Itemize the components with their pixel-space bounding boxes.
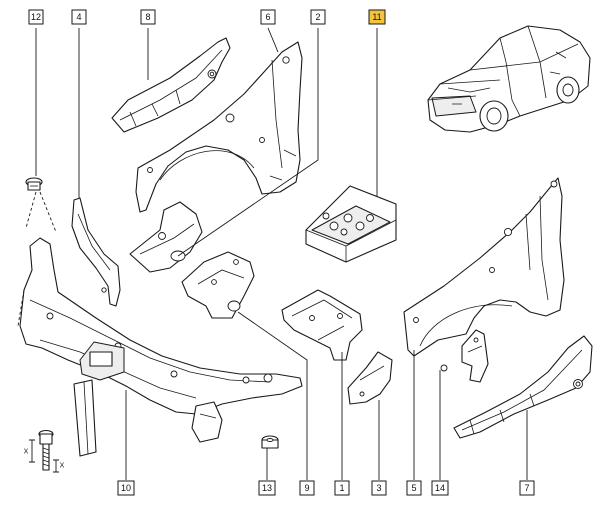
callout-12[interactable]: 12 <box>28 9 44 25</box>
svg-text:3: 3 <box>376 483 381 493</box>
part-12-bolt[interactable] <box>25 177 43 191</box>
callout-9[interactable]: 9 <box>299 480 315 496</box>
svg-text:12: 12 <box>31 12 41 22</box>
part-7-lower-rail[interactable] <box>453 335 593 439</box>
svg-text:2: 2 <box>315 12 320 22</box>
dashed-leader-4a <box>25 191 37 229</box>
svg-text:11: 11 <box>372 12 381 22</box>
part-2-arch-bracket[interactable] <box>129 201 203 273</box>
part-13-nut[interactable] <box>261 435 279 449</box>
dashed-leader-10 <box>17 289 25 327</box>
callout-2[interactable]: 2 <box>310 9 326 25</box>
callout-14[interactable]: 14 <box>431 480 449 496</box>
part-14-bracket[interactable] <box>440 329 489 383</box>
part-4-side-panel[interactable] <box>71 197 121 307</box>
leader-lines <box>35 27 528 480</box>
part-3-bracket[interactable] <box>347 351 393 405</box>
part-1-bracket[interactable] <box>281 289 363 361</box>
dashed-leader-4b <box>39 191 57 233</box>
part-5-right-wheel-arch[interactable] <box>403 177 565 357</box>
callout-8[interactable]: 8 <box>140 9 156 25</box>
callout-3[interactable]: 3 <box>371 480 387 496</box>
svg-text:10: 10 <box>121 483 131 493</box>
svg-text:14: 14 <box>435 483 445 493</box>
callout-7[interactable]: 7 <box>519 480 535 496</box>
svg-text:8: 8 <box>145 12 150 22</box>
svg-text:7: 7 <box>524 483 529 493</box>
dim-label-thread: X <box>60 463 65 470</box>
part-11-fastener-kit[interactable] <box>305 185 397 263</box>
callout-13[interactable]: 13 <box>258 480 276 496</box>
dim-label-length: X <box>24 449 29 456</box>
callout-1[interactable]: 1 <box>334 480 350 496</box>
svg-text:6: 6 <box>265 12 270 22</box>
callout-4[interactable]: 4 <box>71 9 87 25</box>
svg-text:4: 4 <box>76 12 81 22</box>
part-10-front-cross-member[interactable] <box>19 237 303 457</box>
part-9-bracket[interactable] <box>181 251 255 319</box>
svg-text:13: 13 <box>262 483 272 493</box>
callout-11[interactable]: 11 <box>368 9 386 25</box>
svg-text:5: 5 <box>411 483 416 493</box>
part-8-upper-rail[interactable] <box>111 37 231 133</box>
callout-10[interactable]: 10 <box>117 480 135 496</box>
svg-text:1: 1 <box>339 483 344 493</box>
part-6-left-wheel-arch[interactable] <box>135 41 303 213</box>
dimension-bolt: X X <box>24 429 65 473</box>
car-illustration <box>427 25 591 133</box>
callout-6[interactable]: 6 <box>260 9 276 25</box>
svg-text:9: 9 <box>304 483 309 493</box>
callout-5[interactable]: 5 <box>406 480 422 496</box>
